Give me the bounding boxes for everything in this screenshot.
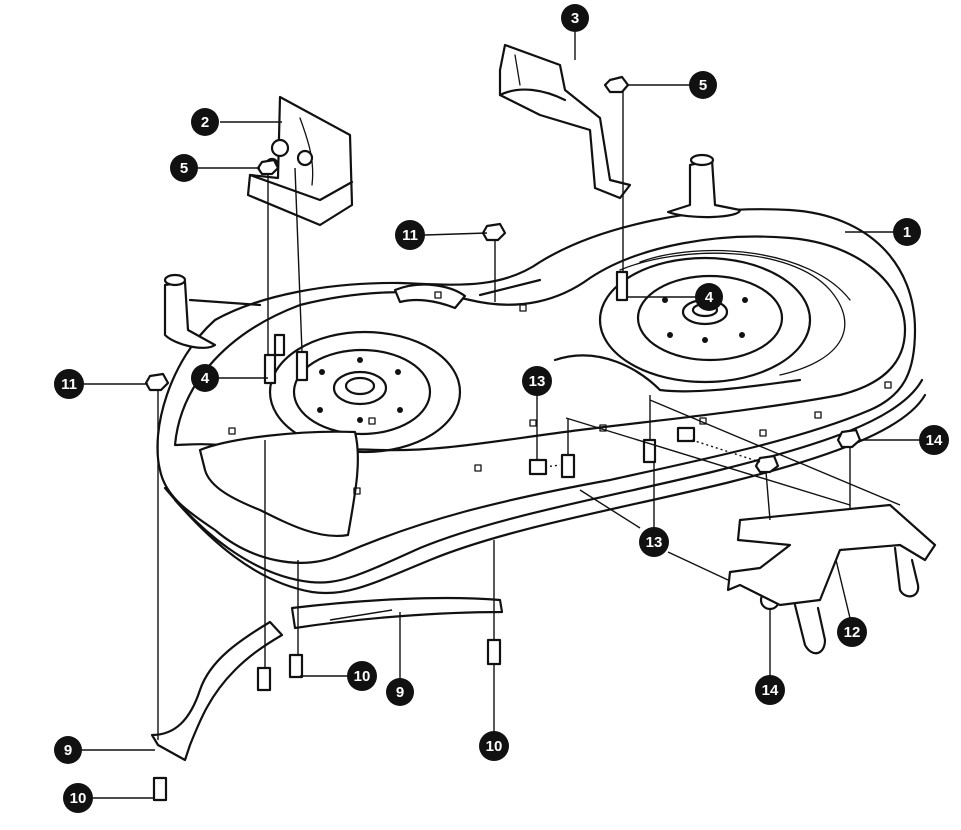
callout-10-right-label: 10 [486, 738, 503, 755]
assembly-lines [157, 90, 901, 740]
callout-11-left: 11 [54, 369, 84, 399]
callout-5-right-label: 5 [699, 77, 707, 94]
callout-5-right: 5 [689, 71, 717, 99]
callout-4-right-label: 4 [705, 289, 714, 306]
callout-12: 12 [837, 617, 867, 647]
callout-11-left-label: 11 [61, 376, 77, 393]
callout-13-upper: 13 [522, 366, 552, 396]
callout-13-lower-label: 13 [646, 534, 663, 551]
callout-14-lower-label: 14 [762, 682, 779, 699]
callout-5-left: 5 [170, 154, 198, 182]
callout-11-top: 11 [395, 220, 425, 250]
callout-3-label: 3 [571, 10, 579, 27]
callout-badges: 1 2 3 4 4 5 5 9 [54, 4, 949, 813]
front-hitch-bracket [726, 503, 937, 655]
callout-14-right-label: 14 [926, 432, 943, 449]
rear-baffle-bracket [498, 43, 632, 200]
callout-4-left: 4 [191, 364, 219, 392]
callout-4-left-label: 4 [201, 370, 210, 387]
left-idler-bracket [246, 95, 354, 227]
callout-2-label: 2 [201, 114, 209, 131]
callout-9-left-label: 9 [64, 742, 72, 759]
callout-leaders [82, 32, 920, 799]
callout-3: 3 [561, 4, 589, 32]
callout-1-label: 1 [903, 224, 911, 241]
callout-12-label: 12 [844, 624, 861, 641]
callout-14-lower: 14 [755, 675, 785, 705]
callout-9-left: 9 [54, 736, 82, 764]
callout-11-top-label: 11 [402, 227, 418, 244]
callout-10-left: 10 [63, 783, 93, 813]
callout-13-upper-label: 13 [529, 373, 546, 390]
callout-2: 2 [191, 108, 219, 136]
callout-10-center-label: 10 [354, 668, 371, 685]
callout-10-right: 10 [479, 731, 509, 761]
lower-baffles [150, 596, 504, 762]
callout-4-right: 4 [695, 283, 723, 311]
callout-10-center: 10 [347, 661, 377, 691]
callout-1: 1 [893, 218, 921, 246]
callout-9-center-label: 9 [396, 684, 404, 701]
callout-13-lower: 13 [639, 527, 669, 557]
callout-10-left-label: 10 [70, 790, 87, 807]
callout-5-left-label: 5 [180, 160, 188, 177]
callout-9-center: 9 [386, 678, 414, 706]
callout-14-right: 14 [919, 425, 949, 455]
